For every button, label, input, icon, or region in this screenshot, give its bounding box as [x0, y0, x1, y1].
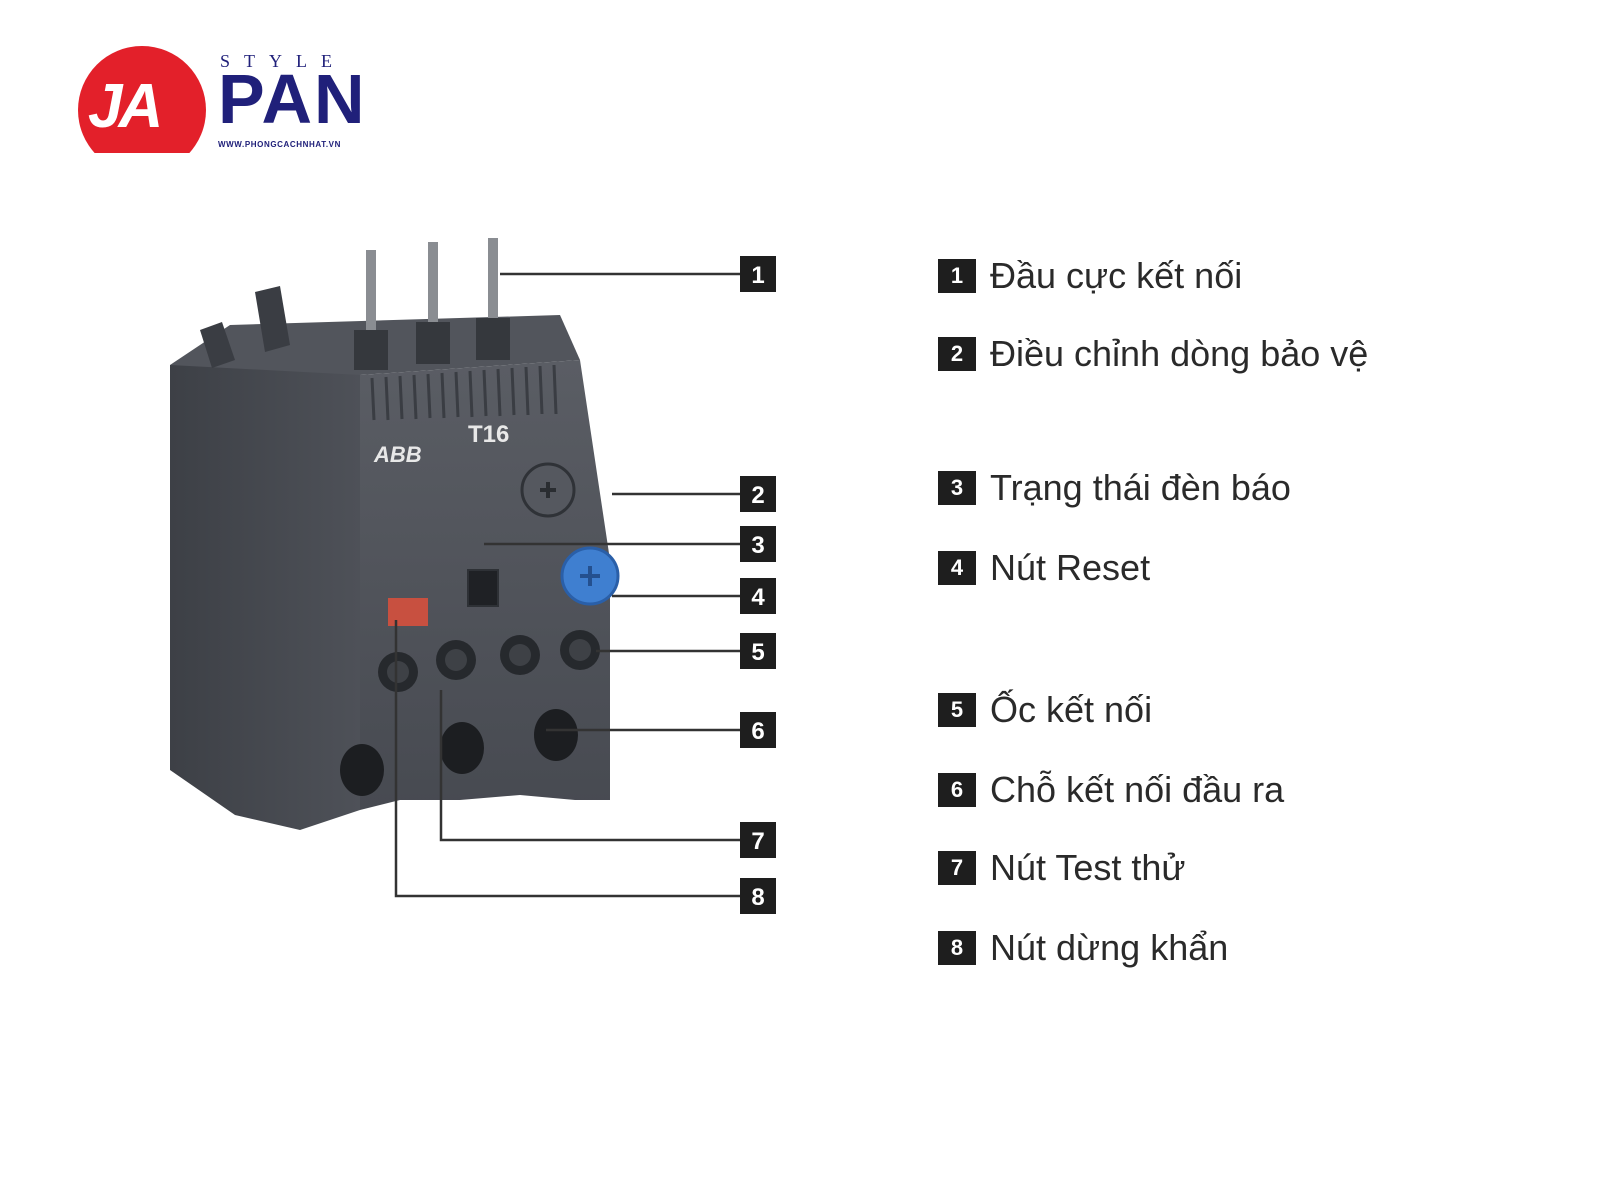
legend-label: Nút Reset [990, 547, 1151, 588]
legend-item-6: 6 Chỗ kết nối đầu ra [938, 769, 1285, 810]
legend-item-3: 3 Trạng thái đèn báo [938, 467, 1291, 508]
callout-badge-6: 6 [740, 712, 776, 748]
legend-item-1: 1 Đầu cực kết nối [938, 255, 1243, 296]
logo-mark: JA [78, 46, 218, 153]
connection-screws [378, 630, 600, 692]
legend-item-7: 7 Nút Test thử [938, 847, 1186, 888]
device-model: T16 [468, 421, 509, 448]
callout-badge-3: 3 [740, 526, 776, 562]
stop-button [388, 598, 428, 626]
logo-red-circle [78, 46, 206, 153]
legend-label: Điều chỉnh dòng bảo vệ [990, 333, 1369, 374]
legend-badge: 8 [938, 931, 976, 965]
leader-lines [394, 272, 740, 898]
callout-badge-4: 4 [740, 578, 776, 614]
callout-badge-7: 7 [740, 822, 776, 858]
legend-badge: 3 [938, 471, 976, 505]
callout-badges: 1 2 3 4 5 6 7 8 [740, 256, 776, 914]
top-clip-left [200, 322, 235, 368]
svg-text:3: 3 [751, 532, 764, 559]
legend-item-8: 8 Nút dừng khẩn [938, 927, 1229, 968]
legend-label: Đầu cực kết nối [990, 255, 1243, 296]
top-clip-middle [255, 286, 290, 352]
svg-text:4: 4 [751, 584, 765, 611]
svg-text:8: 8 [751, 884, 764, 911]
legend-badge: 7 [938, 851, 976, 885]
logo-url: WWW.PHONGCACHNHAT.VN [218, 140, 341, 149]
svg-text:7: 7 [751, 828, 764, 855]
logo-pan-text: PAN [218, 60, 367, 138]
reset-button-slot [580, 566, 600, 586]
legend-item-5: 5 Ốc kết nối [938, 689, 1153, 730]
callout-badge-1: 1 [740, 256, 776, 292]
svg-text:6: 6 [751, 718, 764, 745]
legend-label: Chỗ kết nối đầu ra [990, 769, 1285, 810]
legend-item-4: 4 Nút Reset [938, 547, 1151, 588]
legend-badge: 6 [938, 773, 976, 807]
output-terminal-holes [340, 709, 578, 796]
dial-cross-slot [540, 482, 556, 498]
legend-label: Nút dừng khẩn [990, 927, 1229, 968]
legend-label: Ốc kết nối [990, 689, 1153, 730]
leader-line-7 [439, 690, 740, 842]
brand-logo: JA STYLE PAN WWW.PHONGCACHNHAT.VN [78, 46, 378, 156]
logo-ja-text: JA [88, 72, 163, 141]
callout-badge-2: 2 [740, 476, 776, 512]
device-side-body [170, 355, 360, 830]
legend-badge: 1 [938, 259, 976, 293]
svg-text:2: 2 [751, 482, 764, 509]
svg-text:1: 1 [751, 262, 764, 289]
terminal-pins [354, 238, 510, 370]
legend-badge: 4 [938, 551, 976, 585]
relay-diagram: ABB T16 [170, 238, 776, 914]
device-ribs [370, 364, 558, 421]
legend: 1 Đầu cực kết nối 2 Điều chỉnh dòng bảo … [938, 0, 1558, 1200]
legend-label: Trạng thái đèn báo [990, 467, 1291, 508]
svg-text:5: 5 [751, 639, 764, 666]
legend-badge: 5 [938, 693, 976, 727]
logo-style-text: STYLE [220, 51, 346, 71]
legend-item-2: 2 Điều chỉnh dòng bảo vệ [938, 333, 1369, 374]
legend-badge: 2 [938, 337, 976, 371]
device-brand: ABB [373, 442, 422, 467]
thermal-relay-device: ABB T16 [170, 238, 620, 830]
callout-badge-8: 8 [740, 878, 776, 914]
status-indicator-window [467, 569, 499, 607]
legend-label: Nút Test thử [990, 847, 1186, 888]
leader-line-8 [394, 620, 740, 898]
callout-badge-5: 5 [740, 633, 776, 669]
